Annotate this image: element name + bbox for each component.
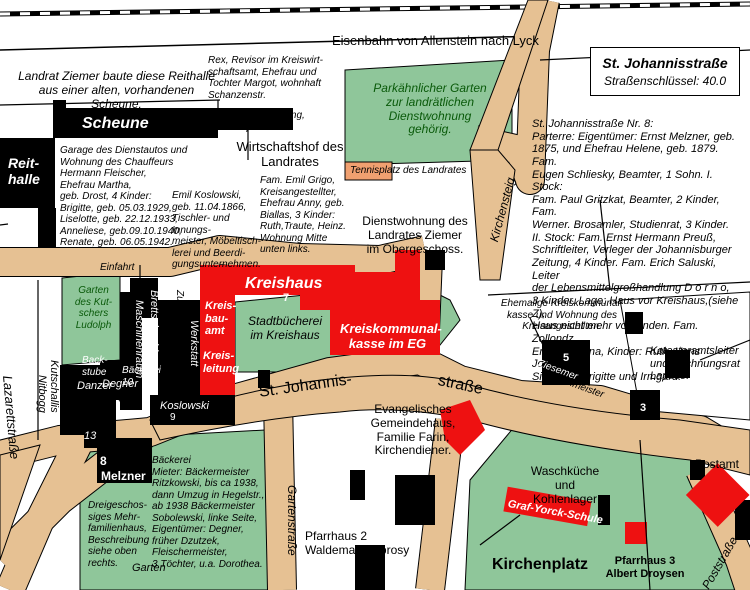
- dienstwohnung-label: Dienstwohnung des Landrates Ziemer im Ob…: [362, 214, 468, 256]
- pfarrhaus3-label: Pfarrhaus 3 Albert Droysen: [605, 555, 685, 580]
- garage-note: Garage des Dienstautos und Wohnung des C…: [60, 145, 188, 248]
- melzner-label: Melzner: [101, 469, 146, 483]
- einfahrt-label: Einfahrt: [100, 262, 135, 273]
- property-lines: [0, 49, 750, 590]
- postamt-label: Postamt: [695, 457, 740, 471]
- gemeindehaus-label: Evangelisches Gemeindehaus, Familie Fari…: [370, 402, 456, 458]
- tennis-court: [344, 161, 393, 181]
- koslowski-label: Koslowski: [160, 400, 209, 412]
- buildings-red: [200, 250, 750, 544]
- buildings-black: [0, 100, 750, 590]
- baeckerei-label: Bäckerei 10: [122, 365, 161, 388]
- reithalle-label: Reit- halle: [8, 155, 40, 188]
- nr8-description: St. Johannisstraße Nr. 8: Parterre: Eige…: [532, 118, 739, 383]
- werkstatt-label: Werkstatt: [188, 320, 200, 367]
- kutscherwohnung-label: Kutscherwohnung, Ludolph.: [222, 110, 305, 133]
- koslowski-nr: 9: [170, 412, 176, 423]
- garten-label: Garten: [132, 562, 166, 574]
- legend-street-key: Straßenschlüssel: 40.0: [603, 74, 727, 88]
- kreiskommunalkasse-label: Kreiskommunal- kasse im EG: [340, 321, 442, 351]
- kreishaus-number: 7: [283, 292, 290, 304]
- backstube-label: Back- stube: [82, 355, 108, 378]
- koslowski-note: Emil Koslowski, geb. 11.04.1866, Tischle…: [172, 190, 261, 270]
- nr5-label: 5: [563, 352, 570, 364]
- ehem-kreiskommunalkasse-note: Ehemalige Kreiskommunal- kasse und Wohnu…: [500, 298, 624, 332]
- degner-label: Degner: [102, 378, 139, 390]
- nr8-label: 8: [100, 454, 107, 468]
- tennis-label: Tennisplatz des Landrates: [350, 165, 467, 176]
- legend-street-name: St. Johannisstraße: [602, 55, 728, 71]
- z-marker: Z: [260, 372, 267, 383]
- railway-line: [0, 1, 750, 17]
- kreisleitung-label: Kreis- leitung: [203, 350, 240, 375]
- scheune-label: Scheune: [82, 115, 149, 132]
- stadtbuecherei-label: Stadtbücherei im Kreishaus: [247, 314, 323, 342]
- garten-kutscher-label: Garten des Kut- schers Ludolph: [74, 285, 113, 331]
- gartenstrasse-label: Gartenstraße: [285, 485, 299, 556]
- kutschallis-label: Kutschallis: [48, 360, 60, 413]
- dreigeschossig-note: Dreigeschos- siges Mehr- familienhaus, B…: [88, 500, 150, 569]
- wirtschaftshof-label: Wirtschaftshof des Landrates: [236, 139, 344, 169]
- danzer-label: Danzer: [77, 380, 113, 392]
- kreisbauamt-label: Kreis- bau- amt: [205, 300, 237, 338]
- kreishaus-label: Kreishaus: [245, 275, 323, 292]
- garden-landrat-label: Parkähnlicher Garten zur landrätlichen D…: [373, 81, 487, 137]
- legend-box: St. Johannisstraße Straßenschlüssel: 40.…: [590, 47, 740, 96]
- grigo-note: Fam. Emil Grigo, Kreisangestellter, Ehef…: [260, 175, 346, 255]
- reithalle-note: Landrat Ziemer baute diese Reithalle aus…: [18, 69, 215, 111]
- kirchenplatz-label: Kirchenplatz: [492, 556, 589, 573]
- pfarrhaus2-label: Pfarrhaus 2 Waldemar Ambrosy: [305, 529, 410, 557]
- katasteramt-note: Katasteramtsleiter und Rechnungsrat Lapu…: [650, 345, 740, 383]
- nr13-label: 13: [84, 430, 97, 442]
- nr3-label: 3: [640, 402, 647, 414]
- baeckerei-note: Bäckerei Mieter: Bäckermeister Ritzkowsk…: [152, 455, 265, 570]
- nitbogg-label: Nitbogg: [36, 375, 48, 413]
- rex-note: Rex, Revisor im Kreiswirt- schaftsamt, E…: [208, 55, 324, 101]
- zufahrt-label: Zufahrt: [174, 290, 185, 322]
- waschkueche-label: Waschküche und Kohlenlager: [530, 464, 600, 506]
- railway-label: Eisenbahn von Allenstein nach Lyck: [332, 33, 539, 48]
